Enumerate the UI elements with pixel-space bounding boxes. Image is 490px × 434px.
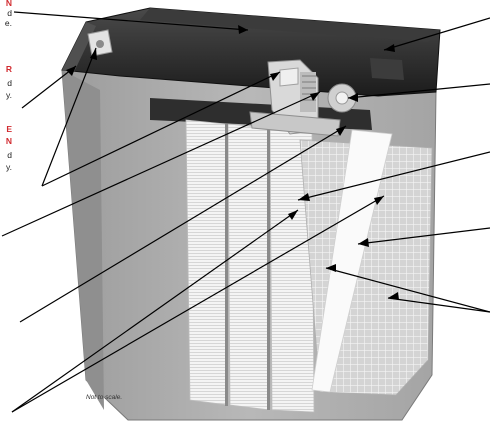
scale-note: Not to scale. [86,394,123,401]
label-fragment-4: R [5,64,12,74]
label-fragment-1: N [5,0,12,8]
plate-stack-1 [185,119,229,406]
label-fragment-2: d [7,8,12,18]
plate-stack-2 [227,123,271,411]
separator-sheet [311,129,393,393]
label-fragment-7: E [6,124,12,134]
label-fragment-9: d [7,150,12,160]
callout-leaders [1,11,490,413]
label-fragment-10: y. [6,162,12,172]
label-fragment-5: d [7,78,12,88]
label-fragment-6: y. [6,90,12,100]
label-fragment-8: N [5,136,12,146]
label-fragment-3: e. [4,18,12,28]
